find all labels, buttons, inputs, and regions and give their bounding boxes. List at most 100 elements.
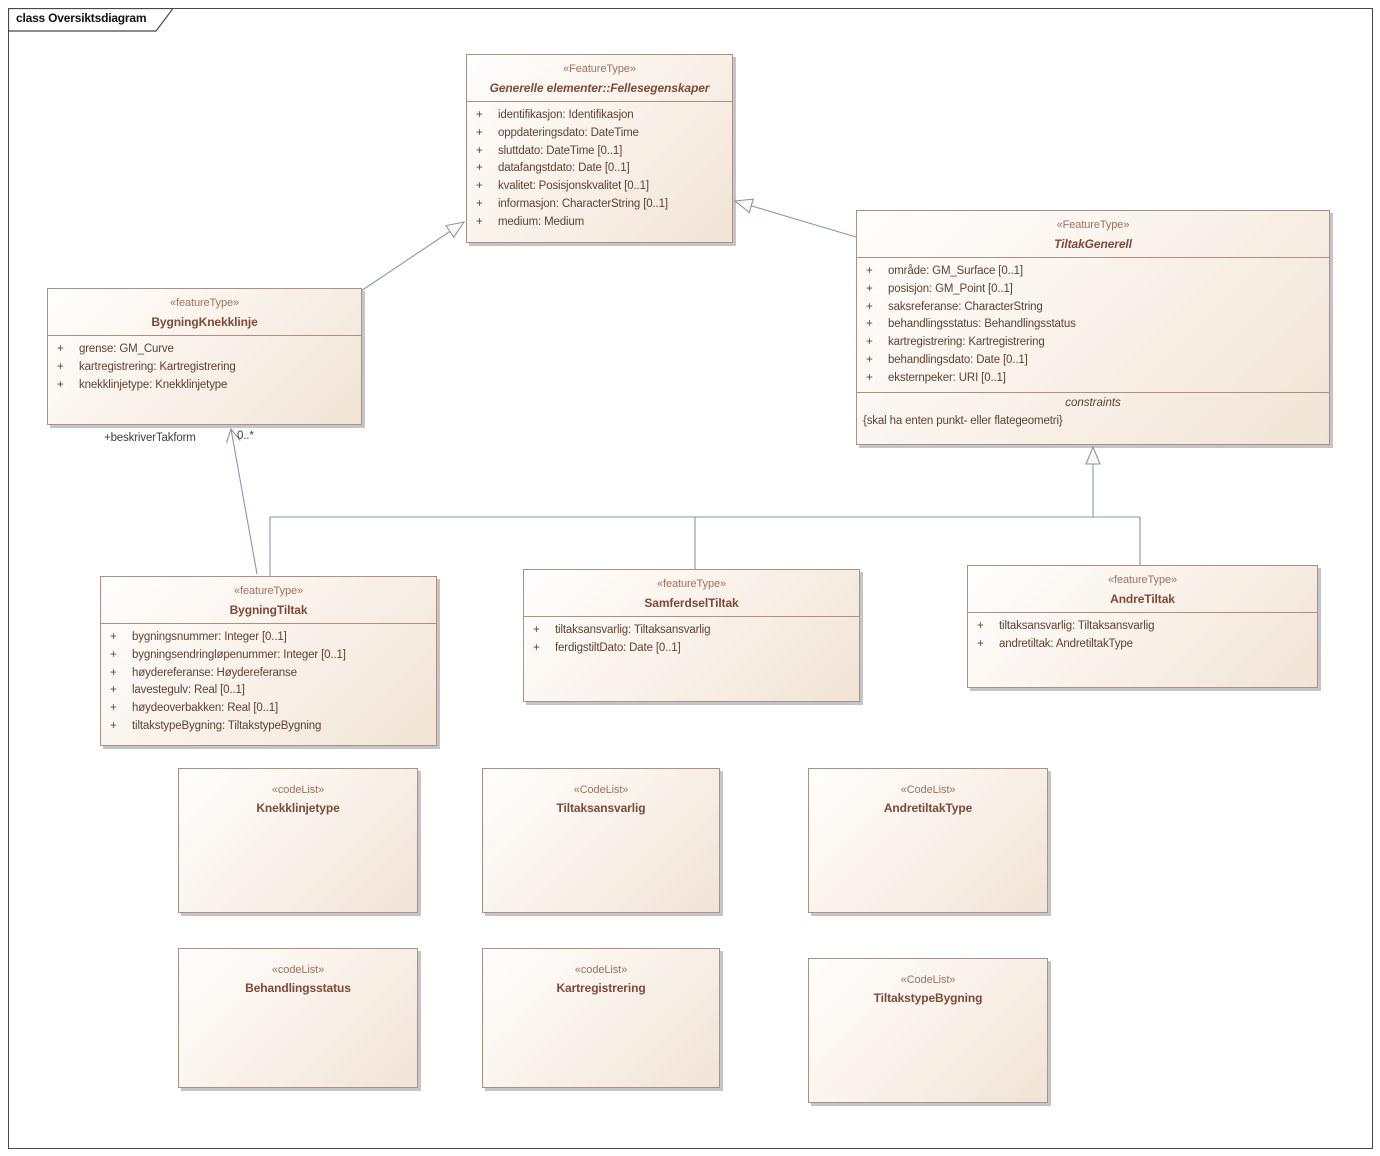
attribute-compartment: +identifikasjon: Identifikasjon+oppdater…	[467, 102, 732, 232]
class-name: Behandlingsstatus	[245, 981, 351, 995]
attribute-text: posisjon: GM_Point [0..1]	[888, 282, 1013, 295]
class-name: SamferdselTiltak	[644, 596, 739, 610]
attribute-compartment: + bygningsnummer: Integer [0..1] + bygnings…	[101, 624, 436, 736]
attribute-line: + medium: Medium	[467, 214, 732, 232]
stereotype-label: «codeList»	[271, 964, 325, 976]
attribute-line: +tiltaksansvarlig: Tiltaksansvarlig	[968, 618, 1317, 636]
attribute-text: saksreferanse: CharacterString	[888, 300, 1043, 313]
diagram-frame	[8, 8, 1373, 1149]
attribute-text: ferdigstiltDato: Date [0..1]	[555, 641, 681, 654]
stereotype-label: «featureType»	[169, 297, 240, 309]
attribute-text: identifikasjon: Identifikasjon	[498, 109, 634, 121]
class-name: BygningTiltak	[229, 603, 308, 617]
class-header: «FeatureType» Generelle elementer::Felle…	[467, 55, 732, 102]
class-samferdseltiltak[interactable]: «featureType» SamferdselTiltak +tiltaksa…	[523, 569, 860, 702]
stereotype-label: «CodeList»	[900, 784, 956, 796]
attribute-text: oppdateringsdato: DateTime	[498, 126, 639, 139]
visibility-symbol: +	[866, 318, 873, 331]
attribute-compartment: +område: GM_Surface [0..1]+posisjon: GM_…	[857, 258, 1329, 388]
attribute-line: +oppdateringsdato: DateTime	[467, 125, 732, 143]
attribute-line: + bygningsnummer: Integer [0..1]	[101, 629, 436, 647]
attribute-line: + kvalitet: Posisjonskvalitet [0..1]	[467, 178, 732, 196]
visibility-symbol: +	[476, 162, 483, 175]
attribute-text: knekklinjetype: Knekklinjetype	[79, 378, 228, 391]
class-tiltakgenerell[interactable]: «FeatureType» TiltakGenerell +område: GM…	[856, 210, 1330, 445]
class-name: Tiltaksansvarlig	[556, 801, 646, 815]
attribute-line: + kartregistrering: Kartregistrering	[48, 359, 361, 377]
attribute-text: bygningsnummer: Integer [0..1]	[132, 631, 287, 643]
visibility-symbol: +	[533, 624, 540, 636]
attribute-text: område: GM_Surface [0..1]	[888, 265, 1023, 277]
visibility-symbol: +	[110, 702, 117, 715]
class-name: BygningKnekklinje	[151, 315, 258, 329]
visibility-symbol: +	[533, 641, 540, 654]
class-bygningknekklinje[interactable]: «featureType» BygningKnekklinje +grense:…	[47, 288, 362, 425]
class-header: «featureType» BygningTiltak	[101, 577, 436, 624]
attribute-text: behandlingsdato: Date [0..1]	[888, 353, 1028, 366]
codelist-knekklinjetype[interactable]: «codeList» Knekklinjetype	[178, 768, 418, 913]
attribute-compartment: +grense: GM_Curve+kartregistrering: Kart…	[48, 336, 361, 394]
visibility-symbol: +	[110, 684, 117, 697]
visibility-symbol: +	[110, 666, 117, 679]
codelist-behandlingsstatus[interactable]: «codeList» Behandlingsstatus	[178, 948, 418, 1088]
class-header: «featureType» SamferdselTiltak	[524, 570, 859, 617]
visibility-symbol: +	[476, 109, 483, 121]
attribute-line: +område: GM_Surface [0..1]	[857, 263, 1329, 281]
stereotype-label: «FeatureType»	[1056, 219, 1130, 231]
attribute-line: + informasjon: CharacterString [0..1]	[467, 196, 732, 214]
visibility-symbol: +	[476, 215, 483, 228]
stereotype-label: «CodeList»	[900, 974, 956, 986]
attribute-text: sluttdato: DateTime [0..1]	[498, 144, 623, 157]
visibility-symbol: +	[57, 360, 64, 373]
diagram-title-tab: class Oversiktsdiagram	[8, 8, 174, 32]
diagram-title: class Oversiktsdiagram	[16, 11, 147, 25]
visibility-symbol: +	[977, 637, 984, 650]
visibility-symbol: +	[110, 631, 117, 643]
attribute-text: bygningsendringløpenummer: Integer [0..1…	[132, 648, 346, 661]
attribute-line: + ferdigstiltDato: Date [0..1]	[524, 640, 859, 658]
attribute-text: kartregistrering: Kartregistrering	[79, 360, 236, 373]
codelist-kartregistrering[interactable]: «codeList» Kartregistrering	[482, 948, 720, 1088]
visibility-symbol: +	[57, 378, 64, 391]
class-name: TiltakGenerell	[1054, 237, 1132, 251]
visibility-symbol: +	[866, 371, 873, 384]
attribute-line: + høydereferanse: Høydereferanse	[101, 665, 436, 683]
attribute-line: +tiltaksansvarlig: Tiltaksansvarlig	[524, 622, 859, 640]
attribute-text: lavestegulv: Real [0..1]	[132, 684, 245, 697]
attribute-line: + knekklinjetype: Knekklinjetype	[48, 377, 361, 395]
stereotype-label: «codeList»	[271, 784, 325, 796]
codelist-tiltaksansvarlig[interactable]: «CodeList» Tiltaksansvarlig	[482, 768, 720, 913]
stereotype-label: «CodeList»	[573, 784, 629, 796]
attribute-text: kvalitet: Posisjonskvalitet [0..1]	[498, 180, 649, 193]
visibility-symbol: +	[476, 197, 483, 210]
codelist-andretiltaktype[interactable]: «CodeList» AndretiltakType	[808, 768, 1048, 913]
class-header: «featureType» BygningKnekklinje	[48, 289, 361, 336]
class-bygningtiltak[interactable]: «featureType» BygningTiltak + bygningsnum…	[100, 576, 437, 746]
attribute-line: + lavestegulv: Real [0..1]	[101, 682, 436, 700]
class-name: Generelle elementer::Fellesegenskaper	[489, 81, 710, 95]
attribute-text: tiltakstypeBygning: TiltakstypeBygning	[132, 719, 322, 732]
attribute-line: +behandlingsdato: Date [0..1]	[857, 352, 1329, 370]
attribute-text: informasjon: CharacterString [0..1]	[498, 197, 668, 210]
attribute-line: +kartregistrering: Kartregistrering	[857, 334, 1329, 352]
class-header: «FeatureType» TiltakGenerell	[857, 211, 1329, 258]
attribute-line: + eksternpeker: URI [0..1]	[857, 370, 1329, 388]
attribute-text: behandlingsstatus: Behandlingsstatus	[888, 318, 1076, 331]
visibility-symbol: +	[866, 336, 873, 349]
attribute-line: + bygningsendringløpenummer: Integer [0..…	[101, 647, 436, 665]
attribute-text: høydeoverbakken: Real [0..1]	[132, 702, 279, 715]
class-header: «codeList» Knekklinjetype	[179, 781, 417, 818]
attribute-line: + høydeoverbakken: Real [0..1]	[101, 700, 436, 718]
attribute-text: medium: Medium	[498, 215, 585, 228]
class-andretiltak[interactable]: «featureType» AndreTiltak +tiltaksansvar…	[967, 565, 1318, 688]
class-fellesegenskaper[interactable]: «FeatureType» Generelle elementer::Felle…	[466, 54, 733, 243]
codelist-tiltakstypebygning[interactable]: «CodeList» TiltakstypeBygning	[808, 958, 1048, 1103]
visibility-symbol: +	[110, 648, 117, 661]
attribute-text: tiltaksansvarlig: Tiltaksansvarlig	[999, 620, 1155, 632]
attribute-text: eksternpeker: URI [0..1]	[888, 371, 1006, 384]
visibility-symbol: +	[866, 300, 873, 313]
attribute-text: høydereferanse: Høydereferanse	[132, 666, 297, 679]
attribute-text: andretiltak: AndretiltakType	[999, 637, 1133, 650]
attribute-line: +sluttdato: DateTime [0..1]	[467, 143, 732, 161]
visibility-symbol: +	[476, 180, 483, 193]
